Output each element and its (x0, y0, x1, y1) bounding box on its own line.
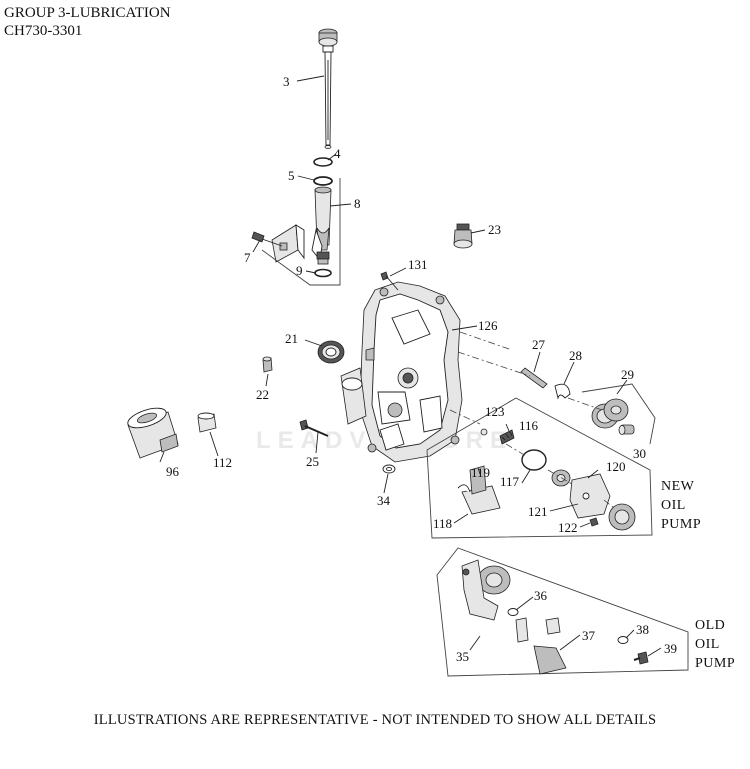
new-label-line-3: PUMP (661, 517, 702, 532)
callout-126: 126 (478, 318, 498, 333)
callout-116: 116 (519, 418, 539, 433)
callout-29: 29 (621, 367, 634, 382)
callout-25: 25 (306, 454, 319, 469)
oil-filter-96 (127, 407, 179, 459)
callout-38: 38 (636, 622, 649, 637)
callout-8: 8 (354, 196, 361, 211)
callout-35: 35 (456, 649, 469, 664)
callout-123: 123 (485, 404, 505, 419)
callout-3: 3 (283, 74, 290, 89)
callout-21: 21 (285, 331, 298, 346)
callout-131: 131 (408, 257, 428, 272)
new-oil-pump-label: NEW OIL PUMP (661, 477, 701, 534)
callout-39: 39 (664, 641, 677, 656)
oil-seal-21 (317, 340, 345, 364)
callout-28: 28 (569, 348, 582, 363)
callout-120: 120 (606, 459, 626, 474)
callout-37: 37 (582, 628, 596, 643)
callout-34: 34 (377, 493, 391, 508)
callout-118: 118 (433, 516, 452, 531)
old-label-line-3: PUMP (695, 656, 736, 671)
oil-filter-nipple-112 (197, 412, 217, 433)
page-title: GROUP 3-LUBRICATION (4, 5, 171, 21)
callout-labels: 3 4 5 8 7 9 23 131 126 21 27 28 29 22 12… (166, 74, 677, 664)
callout-96: 96 (166, 464, 180, 479)
callout-leaders (159, 75, 662, 657)
dowel-pin-22 (262, 356, 273, 373)
old-oil-pump-label: OLD OIL PUMP (695, 616, 735, 673)
callout-9: 9 (296, 263, 303, 278)
new-label-line-1: NEW (661, 479, 695, 494)
closure-plate-126 (340, 281, 463, 463)
callout-121: 121 (528, 504, 548, 519)
callout-7: 7 (244, 250, 251, 265)
old-oil-pump-frame (436, 547, 689, 677)
old-label-line-1: OLD (695, 618, 726, 633)
callout-4: 4 (334, 146, 341, 161)
new-label-line-2: OIL (661, 498, 686, 513)
old-oil-pump-parts (461, 559, 649, 675)
model-number: CH730-3301 (4, 23, 83, 39)
disclaimer-footer: ILLUSTRATIONS ARE REPRESENTATIVE - NOT I… (93, 712, 657, 728)
clip-28 (554, 383, 571, 400)
callout-119: 119 (471, 465, 490, 480)
old-label-line-2: OIL (695, 637, 720, 652)
callout-30: 30 (633, 446, 646, 461)
callout-112: 112 (213, 455, 232, 470)
shaft-30 (618, 424, 635, 435)
new-oil-pump-frame (426, 397, 653, 539)
bolt-25 (299, 419, 329, 437)
washer-34 (382, 464, 396, 474)
callout-5: 5 (288, 168, 295, 183)
callout-27: 27 (532, 337, 546, 352)
dipstick-group (251, 28, 341, 286)
callout-122: 122 (558, 520, 578, 535)
callout-22: 22 (256, 387, 269, 402)
pin-27 (520, 367, 548, 389)
new-oil-pump-parts (457, 428, 636, 531)
bolt-131 (380, 271, 399, 291)
callout-23: 23 (488, 222, 501, 237)
callout-36: 36 (534, 588, 548, 603)
oil-sensor-23 (453, 223, 473, 249)
callout-117: 117 (500, 474, 520, 489)
governor-gear-29 (581, 383, 656, 445)
